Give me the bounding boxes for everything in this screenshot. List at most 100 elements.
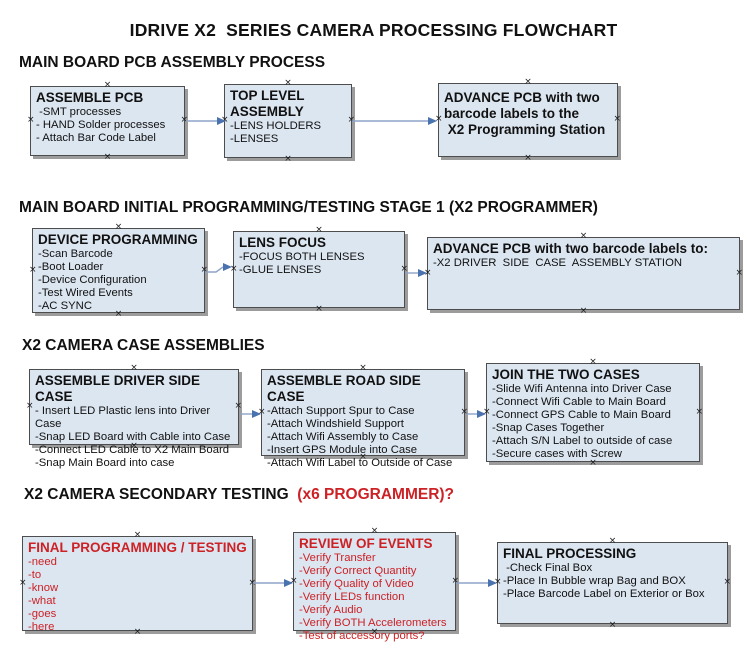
connection-handle-icon: × — [290, 575, 298, 586]
box-item: -Test of accessory ports? — [299, 630, 425, 642]
connector-arrow-final-programming-to-review[interactable] — [253, 579, 293, 587]
box-item: - HAND Solder processes — [36, 119, 166, 131]
connection-handle-icon: × — [359, 363, 367, 373]
box-item: -LENS HOLDERS — [230, 120, 322, 132]
flow-box-advance-pcb-to-programming-station[interactable]: ADVANCE PCB with two barcode labels to t… — [435, 78, 621, 163]
section-heading-red-text: (x6 PROGRAMMER)? — [288, 486, 455, 503]
box-item: -need — [28, 556, 57, 568]
flow-box-final-programming-testing[interactable]: FINAL PROGRAMMING / TESTING -need-to-kno… — [19, 531, 256, 637]
connection-handle-icon: × — [370, 526, 379, 536]
connection-handle-icon: × — [29, 264, 37, 275]
connection-handle-icon: × — [400, 263, 408, 274]
flow-box-lens-focus[interactable]: LENS FOCUS -FOCUS BOTH LENSES-GLUE LENSE… — [230, 226, 408, 314]
box-item: -Check Final Box — [503, 562, 593, 574]
box-item: -what — [28, 595, 56, 607]
box-title: ASSEMBLE ROAD SIDE CASE — [267, 373, 425, 404]
box-item: -to — [28, 569, 42, 581]
connection-handle-icon: × — [608, 620, 617, 630]
box-title: LENS FOCUS — [239, 235, 327, 250]
connector-arrow-review-to-final-processing[interactable] — [456, 579, 497, 587]
box-item: -X2 DRIVER SIDE CASE ASSEMBLY STATION — [433, 257, 683, 269]
connector-arrow-top-level-to-advance-pcb[interactable] — [352, 117, 437, 125]
box-item: -Test Wired Events — [38, 287, 133, 299]
connection-handle-icon: × — [258, 406, 266, 417]
box-item: -Verify BOTH Accelerometers — [299, 617, 447, 629]
section-heading-text: X2 CAMERA CASE ASSEMBLIES — [22, 337, 265, 354]
box-title: FINAL PROGRAMMING / TESTING — [28, 540, 247, 555]
box-item: -Boot Loader — [38, 261, 104, 273]
section-heading-text: X2 CAMERA SECONDARY TESTING — [24, 486, 289, 503]
box-title: JOIN THE TWO CASES — [492, 367, 640, 382]
connection-handle-icon: × — [589, 458, 597, 468]
connection-handle-icon: × — [483, 406, 491, 417]
connection-handle-icon: × — [424, 267, 432, 278]
section-heading-case-assemblies: X2 CAMERA CASE ASSEMBLIES — [22, 337, 265, 355]
box-item: -Verify Correct Quantity — [299, 565, 417, 577]
connection-handle-icon: × — [435, 114, 443, 125]
connection-handle-icon: × — [524, 77, 532, 87]
box-item: -Snap Cases Together — [492, 422, 605, 434]
flow-box-top-level-assembly[interactable]: TOP LEVEL ASSEMBLY -LENS HOLDERS-LENSES … — [221, 79, 355, 164]
box-item: -FOCUS BOTH LENSES — [239, 251, 365, 263]
connector-arrow-device-programming-to-lens-focus[interactable] — [205, 263, 232, 273]
box-item: -Verify Transfer — [299, 552, 376, 564]
box-item: -Secure cases with Screw — [492, 448, 622, 460]
connection-handle-icon: × — [370, 627, 379, 637]
box-item: -SMT processes — [36, 106, 122, 118]
connection-handle-icon: × — [133, 530, 142, 540]
flow-box-join-the-two-cases[interactable]: JOIN THE TWO CASES -Slide Wifi Antenna i… — [483, 358, 703, 468]
connection-handle-icon: × — [315, 304, 323, 314]
connection-handle-icon: × — [19, 577, 27, 588]
box-title: REVIEW OF EVENTS — [299, 536, 433, 551]
box-item: -Attach Wifi Assembly to Case — [267, 431, 419, 443]
flow-box-device-programming[interactable]: DEVICE PROGRAMMING -Scan Barcode-Boot Lo… — [29, 223, 208, 319]
box-item: -Connect GPS Cable to Main Board — [492, 409, 671, 421]
flow-box-assemble-pcb[interactable]: ASSEMBLE PCB -SMT processes- HAND Solder… — [27, 81, 188, 162]
connection-handle-icon: × — [248, 577, 256, 588]
box-item: - Insert LED Plastic lens into Driver Ca… — [35, 405, 214, 430]
box-item: -Connect Wifi Cable to Main Board — [492, 396, 666, 408]
box-item: -AC SYNC — [38, 300, 92, 312]
section-heading-pcb-assembly: MAIN BOARD PCB ASSEMBLY PROCESS — [19, 54, 325, 72]
connection-handle-icon: × — [221, 115, 229, 126]
connection-handle-icon: × — [579, 231, 588, 241]
box-item: -Snap Main Board into case — [35, 457, 175, 469]
connection-handle-icon: × — [130, 441, 138, 451]
connection-handle-icon: × — [26, 401, 34, 412]
box-title: TOP LEVEL ASSEMBLY — [230, 88, 308, 119]
box-item: -Verify LEDs function — [299, 591, 405, 603]
box-title: FINAL PROCESSING — [503, 546, 637, 561]
box-item: - Attach Bar Code Label — [36, 132, 156, 144]
flow-box-assemble-driver-side-case[interactable]: ASSEMBLE DRIVER SIDE CASE - Insert LED P… — [26, 364, 242, 470]
connection-handle-icon: × — [200, 264, 208, 275]
page-title: IDRIVE X2 SERIES CAMERA PROCESSING FLOWC… — [129, 20, 618, 40]
connector-arrow-assemble-pcb-to-top-level[interactable] — [186, 117, 226, 125]
connection-handle-icon: × — [589, 357, 597, 367]
connection-handle-icon: × — [234, 401, 242, 412]
box-item: -LENSES — [230, 133, 279, 145]
connection-handle-icon: × — [284, 154, 292, 164]
box-item: -Attach S/N Label to outside of case — [492, 435, 673, 447]
flow-box-final-processing[interactable]: FINAL PROCESSING -Check Final Box-Place … — [494, 537, 731, 630]
flow-box-advance-pcb-to-case-assembly[interactable]: ADVANCE PCB with two barcode labels to: … — [424, 232, 743, 316]
connection-handle-icon: × — [579, 306, 588, 316]
box-title: ASSEMBLE PCB — [36, 90, 144, 105]
box-item: -goes — [28, 608, 57, 620]
connection-handle-icon: × — [460, 406, 468, 417]
connection-handle-icon: × — [608, 536, 617, 546]
box-item: -Device Configuration — [38, 274, 147, 286]
box-item: -Attach Windshield Support — [267, 418, 404, 430]
connection-handle-icon: × — [130, 363, 138, 373]
section-heading-text: MAIN BOARD PCB ASSEMBLY PROCESS — [19, 54, 326, 71]
connection-handle-icon: × — [451, 575, 459, 586]
box-item: -Slide Wifi Antenna into Driver Case — [492, 383, 672, 395]
box-title: ADVANCE PCB with two barcode labels to: — [433, 241, 709, 256]
connection-handle-icon: × — [114, 222, 123, 232]
box-item: -Connect LED Cable to X2 Main Board — [35, 444, 230, 456]
flow-box-assemble-road-side-case[interactable]: ASSEMBLE ROAD SIDE CASE -Attach Support … — [258, 364, 468, 470]
connection-handle-icon: × — [613, 114, 621, 125]
flow-box-review-of-events[interactable]: REVIEW OF EVENTS -Verify Transfer-Verify… — [290, 527, 459, 643]
box-item: -Scan Barcode — [38, 248, 113, 260]
connection-handle-icon: × — [359, 452, 367, 462]
